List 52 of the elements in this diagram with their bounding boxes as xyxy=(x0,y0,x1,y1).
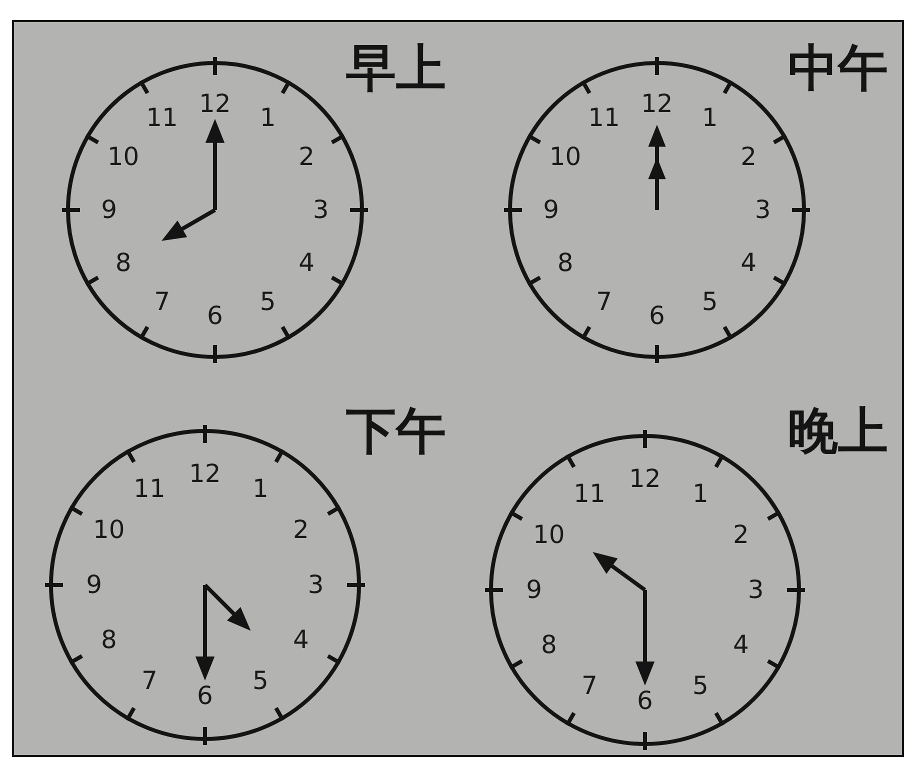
panel-title: 晚上 xyxy=(788,403,888,459)
clock-number: 6 xyxy=(649,302,665,330)
clock-number: 10 xyxy=(549,143,582,172)
clock-number: 12 xyxy=(189,460,221,488)
clock-number: 9 xyxy=(543,196,560,224)
clock-number: 4 xyxy=(733,631,749,660)
clock-number: 7 xyxy=(596,288,612,316)
clock-number: 9 xyxy=(101,196,118,224)
clock-number: 5 xyxy=(702,288,718,316)
clock-number: 2 xyxy=(740,143,757,172)
clock-number: 8 xyxy=(100,626,117,654)
panel-title: 下午 xyxy=(346,403,446,459)
clock-number: 12 xyxy=(641,90,673,118)
clock-number: 5 xyxy=(692,672,708,700)
clock-number: 9 xyxy=(86,571,102,599)
clock-number: 1 xyxy=(692,480,708,508)
clock-number: 3 xyxy=(312,196,329,224)
clock-number: 3 xyxy=(308,571,324,599)
clock-number: 10 xyxy=(107,143,140,172)
clock-number: 3 xyxy=(748,576,764,604)
clock-number: 7 xyxy=(154,288,170,316)
clock-number: 11 xyxy=(574,480,606,508)
clock-number: 6 xyxy=(207,302,223,330)
clock-number: 6 xyxy=(637,686,653,715)
clock-number: 12 xyxy=(629,465,661,494)
clock-number: 10 xyxy=(92,516,125,544)
clock-number: 8 xyxy=(557,248,574,277)
clock-number: 12 xyxy=(199,90,231,118)
panel-title: 早上 xyxy=(346,40,446,96)
clock-number: 5 xyxy=(260,288,276,316)
clock-number: 7 xyxy=(142,667,158,696)
clock-number: 1 xyxy=(260,104,276,132)
clock-number: 5 xyxy=(252,667,268,696)
clock-number: 2 xyxy=(293,516,309,544)
clock-number: 4 xyxy=(298,248,315,277)
clock-number: 2 xyxy=(733,520,749,549)
clock-number: 11 xyxy=(588,104,620,132)
clock-number: 2 xyxy=(298,143,315,172)
clock-number: 4 xyxy=(740,248,757,277)
clock-number: 11 xyxy=(146,104,178,132)
clock-number: 6 xyxy=(197,682,213,710)
clock-number: 1 xyxy=(252,474,268,503)
clock-number: 10 xyxy=(532,520,565,549)
clock-number: 1 xyxy=(702,104,718,132)
panel-title: 中午 xyxy=(788,40,888,96)
clock-number: 3 xyxy=(754,196,771,224)
clock-number: 8 xyxy=(115,248,132,277)
clock-number: 8 xyxy=(540,631,557,660)
clock-number: 7 xyxy=(582,672,598,700)
clock-number: 9 xyxy=(526,576,542,604)
clock-number: 11 xyxy=(134,474,166,503)
clock-number: 4 xyxy=(293,626,309,654)
